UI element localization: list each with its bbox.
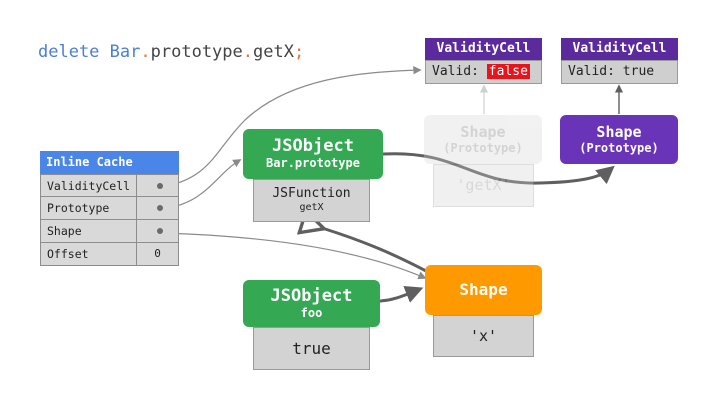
property-value-name: getX	[299, 202, 324, 213]
code-property: getX	[253, 42, 294, 62]
code-dot: .	[242, 42, 254, 62]
code-keyword: delete	[38, 42, 100, 62]
validity-cell-row: Valid: true	[561, 60, 678, 84]
edge-bar-prototype-to-new-shape	[382, 152, 615, 185]
validity-cell-title: ValidityCell	[561, 38, 678, 60]
code-object: Bar	[109, 42, 141, 62]
code-property: prototype	[150, 42, 243, 62]
ic-row-divider	[136, 175, 137, 196]
pointer-dot-icon	[157, 183, 163, 189]
shape-subtitle: (Prototype)	[443, 141, 523, 155]
old-shape-property: 'getX'	[433, 164, 534, 207]
foo-shape-property: 'x'	[433, 315, 534, 357]
code-dot: .	[140, 42, 151, 62]
property-value-type: JSFunction	[272, 186, 351, 201]
pointer-dot-icon	[157, 228, 163, 234]
edge-foo-to-foo-shape	[379, 285, 424, 303]
foo-property-value: true	[253, 327, 370, 370]
edge-ic-shape-to-foo-shape	[159, 232, 427, 280]
valid-value: false	[486, 64, 530, 79]
ic-row-label: Shape	[47, 224, 82, 238]
ic-row-label: ValidityCell	[47, 179, 131, 193]
valid-value: true	[622, 64, 655, 79]
ic-row-divider	[136, 243, 137, 265]
ic-row-divider	[136, 220, 137, 242]
object-type-label: JSObject	[270, 286, 353, 306]
ic-row-value: 0	[154, 247, 161, 260]
inline-cache-row: ValidityCell	[40, 174, 179, 197]
inline-cache-row: Shape	[40, 220, 179, 243]
delete-statement: delete Bar.prototype.getX;	[38, 42, 304, 62]
foo-shape: Shape	[425, 265, 542, 315]
new-prototype-shape: Shape (Prototype)	[560, 115, 678, 164]
edge-ic-validitycell-to-cell	[159, 66, 422, 188]
shape-title: Shape	[596, 123, 642, 141]
foo-object: JSObject foo	[243, 280, 380, 327]
shape-title: Shape	[460, 123, 506, 141]
valid-label: Valid:	[432, 64, 479, 79]
inline-cache-row: Offset 0	[40, 243, 179, 266]
validity-cell-title: ValidityCell	[425, 38, 542, 60]
inline-cache-title: Inline Cache	[40, 151, 179, 174]
ic-row-label: Offset	[47, 247, 89, 261]
object-name-label: Bar.prototype	[266, 156, 360, 170]
object-name-label: foo	[300, 306, 323, 320]
bar-prototype-object: JSObject Bar.prototype	[243, 129, 383, 179]
validity-cell-row: Valid: false	[425, 60, 542, 84]
shape-subtitle: (Prototype)	[579, 141, 659, 155]
validity-cell-invalid: ValidityCell Valid: false	[425, 38, 542, 87]
object-type-label: JSObject	[272, 136, 354, 156]
validity-cell-valid: ValidityCell Valid: true	[561, 38, 678, 87]
code-semicolon: ;	[293, 42, 305, 62]
inline-cache-table: Inline Cache ValidityCell Prototype Shap…	[40, 151, 179, 266]
old-prototype-shape: Shape (Prototype)	[424, 115, 542, 164]
pointer-dot-icon	[157, 205, 163, 211]
edge-foo-shape-to-bar-prototype	[322, 228, 429, 274]
bar-prototype-property-slot: JSFunction getX	[253, 179, 370, 222]
valid-label: Valid:	[568, 64, 615, 79]
ic-row-divider	[136, 197, 137, 219]
ic-row-label: Prototype	[47, 201, 110, 215]
inline-cache-row: Prototype	[40, 197, 179, 220]
